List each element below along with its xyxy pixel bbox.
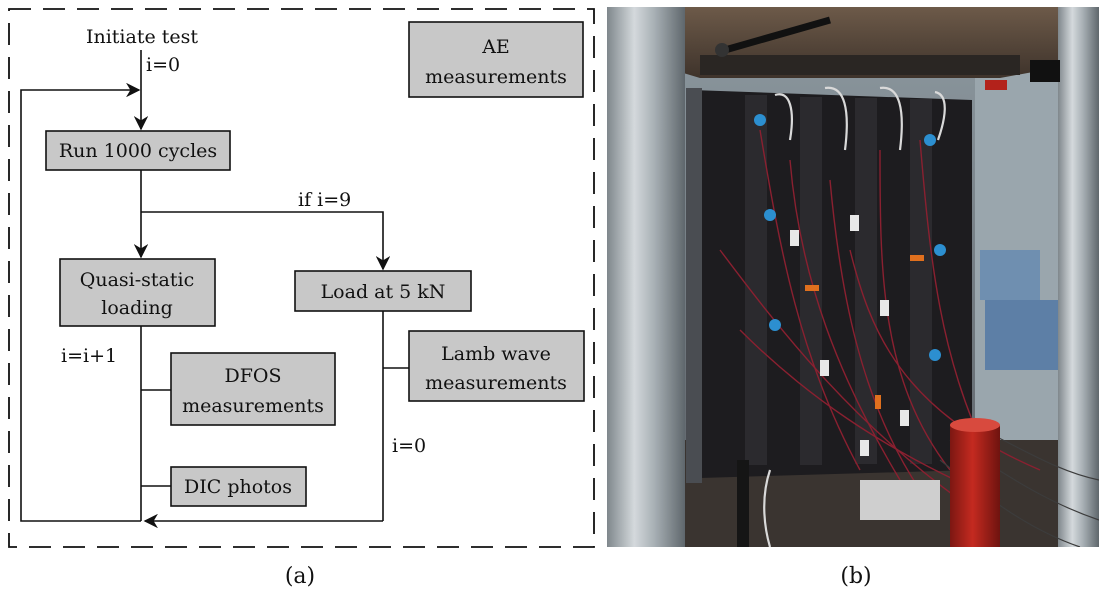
dfos-measurements-box: DFOS measurements — [170, 352, 336, 426]
ae-measurements-box: AE measurements — [408, 21, 584, 98]
lab-cabinet — [980, 250, 1040, 300]
caption-a: (a) — [285, 564, 315, 589]
loop-back-line — [20, 82, 141, 522]
red-cylinder — [950, 425, 1000, 547]
sensor-wires — [719, 129, 1041, 501]
lamb-box-line2: measurements — [425, 372, 567, 394]
left-clamp — [686, 88, 702, 483]
camera-arm — [724, 16, 831, 54]
panel-b-photo: (b) — [607, 7, 1099, 589]
crosshead-plate — [700, 55, 1020, 75]
red-cylinder-top — [950, 418, 1000, 432]
base-post — [737, 460, 749, 547]
lamb-wave-box: Lamb wave measurements — [408, 330, 585, 402]
run-box-label: Run 1000 cycles — [59, 140, 217, 162]
increment-label: i=i+1 — [61, 345, 117, 367]
dic-box-label: DIC photos — [184, 476, 292, 498]
lab-bench — [985, 300, 1065, 370]
load-5kn-box: Load at 5 kN — [294, 270, 472, 312]
ae-box-line1: AE — [481, 36, 510, 58]
load-box-label: Load at 5 kN — [321, 281, 446, 303]
ae-box-line2: measurements — [425, 66, 567, 88]
branch-label: if i=9 — [298, 189, 351, 211]
caption-b: (b) — [840, 564, 871, 589]
arrow-branch-to-load — [141, 211, 391, 271]
dfos-box-line1: DFOS — [224, 365, 281, 387]
dfos-box-line2: measurements — [182, 395, 324, 417]
right-steel-column — [1058, 7, 1099, 547]
fibre-cables — [763, 86, 946, 547]
run-cycles-box: Run 1000 cycles — [45, 130, 231, 171]
dic-photos-box: DIC photos — [170, 466, 307, 507]
quasi-box-line1: Quasi-static — [80, 269, 194, 291]
init-label: i=0 — [146, 54, 180, 76]
stiffener-3 — [855, 98, 877, 464]
left-steel-column — [607, 7, 685, 547]
daq-box — [860, 480, 940, 520]
arm-joint — [715, 43, 729, 57]
quasi-box-line2: loading — [101, 297, 172, 319]
panel-a-flowchart: Initiate test i=0 AE measurements Run 10… — [8, 8, 595, 589]
start-label: Initiate test — [86, 26, 198, 48]
stiffener-1 — [745, 95, 767, 465]
sensor-clips — [754, 80, 1007, 456]
right-camera — [1030, 60, 1060, 82]
lamb-box-line1: Lamb wave — [441, 343, 551, 365]
stiffener-4 — [910, 99, 932, 464]
quasi-static-box: Quasi-static loading — [59, 258, 216, 327]
dashed-border — [8, 8, 595, 548]
reset-label: i=0 — [392, 435, 426, 457]
